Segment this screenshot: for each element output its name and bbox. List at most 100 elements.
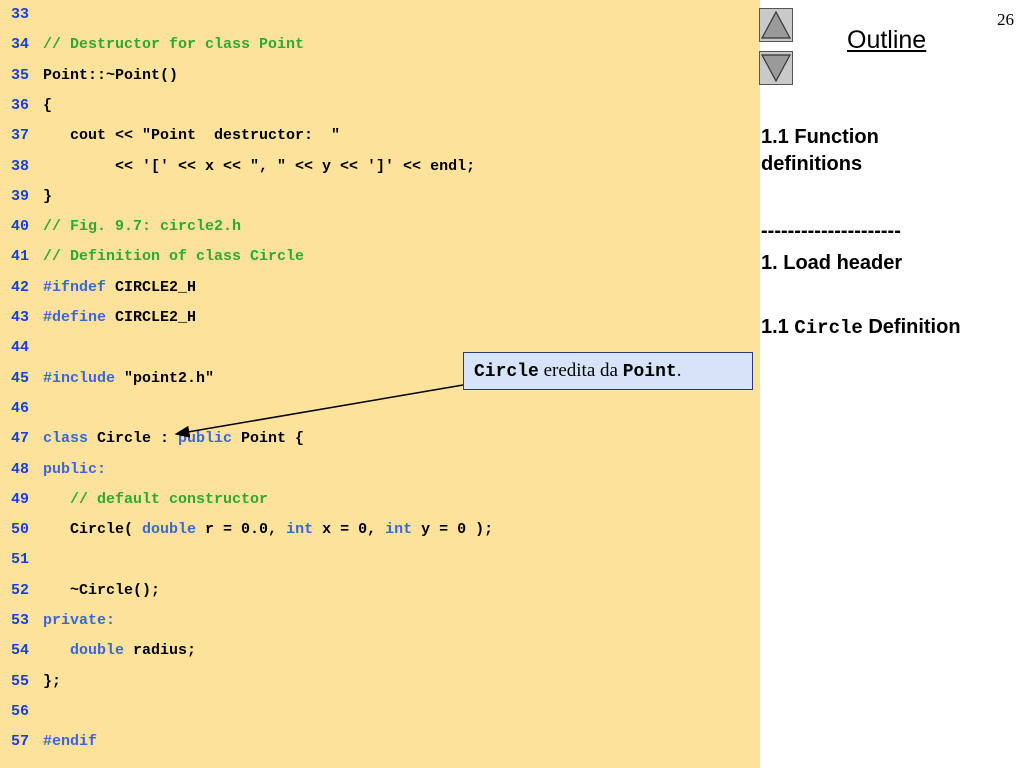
page-number: 26 (997, 10, 1014, 29)
code-token: ~Circle(); (43, 581, 161, 599)
outline-item-prefix: 1.1 (761, 316, 795, 338)
code-token: double (142, 521, 197, 539)
code-token: private: (43, 612, 116, 629)
line-number: 52 (11, 581, 30, 599)
code-line: 34 // Destructor for class Point (0, 30, 760, 60)
code-line: 44 (0, 333, 760, 363)
code-text: #define CIRCLE2_H (43, 303, 196, 333)
code-token: public (178, 430, 233, 448)
code-token: class (43, 430, 89, 448)
line-number: 40 (11, 218, 30, 236)
down-triangle-icon (760, 54, 792, 83)
code-text: // Definition of class Circle (43, 242, 304, 272)
code-token: // default constructor (70, 490, 269, 508)
code-token: y = 0 ); (412, 521, 494, 539)
line-number: 39 (11, 187, 30, 205)
code-text: } (43, 182, 52, 212)
code-text: Circle( double r = 0.0, int x = 0, int y… (43, 515, 493, 545)
code-token: #ifndef (43, 278, 107, 296)
code-text: #endif (43, 727, 97, 757)
code-token: double (70, 642, 125, 660)
line-number: 41 (11, 248, 30, 266)
code-token: Point::~Point() (43, 66, 179, 84)
line-number: 44 (11, 339, 30, 357)
code-line: 36 { (0, 91, 760, 121)
code-line: 55}; (0, 667, 760, 697)
code-token: r = 0.0, (196, 521, 287, 539)
code-token: #define (43, 309, 107, 326)
code-token: << '[' << x << ", " << y << ']' << endl; (43, 157, 476, 175)
code-line: 46 (0, 394, 760, 424)
code-token: CIRCLE2_H (106, 309, 197, 326)
code-line: 47 class Circle : public Point { (0, 424, 760, 454)
code-text: << '[' << x << ", " << y << ']' << endl; (43, 152, 475, 182)
line-number: 55 (11, 672, 30, 690)
callout-text: eredita da (538, 360, 623, 381)
code-token: }; (43, 672, 62, 690)
line-number: 47 (11, 430, 30, 448)
code-token: } (43, 187, 53, 205)
code-line: 40 // Fig. 9.7: circle2.h (0, 212, 760, 242)
line-number: 45 (11, 369, 30, 387)
code-token: Circle( (43, 521, 143, 539)
code-line: 50 Circle( double r = 0.0, int x = 0, in… (0, 515, 760, 545)
line-number: 51 (11, 551, 30, 569)
code-token: Point { (232, 430, 305, 448)
code-line: 52 ~Circle(); (0, 576, 760, 606)
code-text: { (43, 91, 52, 121)
code-text: // default constructor (43, 485, 268, 515)
code-line: 39} (0, 182, 760, 212)
code-token: #include (43, 369, 116, 387)
code-token: CIRCLE2_H (106, 278, 197, 296)
next-slide-button[interactable] (759, 51, 793, 85)
code-token (43, 491, 70, 508)
code-text: class Circle : public Point { (43, 424, 304, 454)
outline-item-function-definitions: 1.1 Function definitions (761, 124, 879, 178)
outline-link[interactable]: Outline (847, 26, 927, 54)
callout-note: Circle eredita da Point. (463, 352, 753, 390)
line-number: 56 (11, 702, 30, 720)
line-number: 57 (11, 733, 30, 751)
code-token: { (43, 96, 53, 114)
code-text: #ifndef CIRCLE2_H (43, 273, 196, 303)
code-text: public: (43, 455, 106, 485)
line-number: 42 (11, 278, 30, 296)
line-number: 48 (11, 460, 30, 478)
code-token: int (385, 521, 413, 539)
code-text: private: (43, 606, 115, 636)
outline-item-code: Circle (794, 317, 863, 339)
code-token: x = 0, (313, 521, 386, 539)
code-token: cout << "Point destructor: " (43, 127, 341, 145)
code-token: Circle : (88, 430, 179, 448)
code-token: "point2.h" (115, 369, 215, 387)
code-line: 38 << '[' << x << ", " << y << ']' << en… (0, 152, 760, 182)
line-number: 37 (11, 127, 30, 145)
code-line: 57 #endif (0, 727, 760, 757)
outline-item-load-header: 1. Load header (761, 252, 903, 274)
up-triangle-icon (760, 10, 792, 39)
line-number: 35 (11, 66, 30, 84)
line-number: 54 (11, 642, 30, 660)
code-text: cout << "Point destructor: " (43, 121, 340, 151)
code-line: 45 #include "point2.h" (0, 364, 760, 394)
code-line: 42 #ifndef CIRCLE2_H (0, 273, 760, 303)
code-token: // Definition of class Circle (43, 248, 305, 266)
outline-item-line1: 1.1 Function (761, 126, 879, 148)
callout-code-point: Point (622, 362, 677, 382)
line-number: 33 (11, 6, 30, 23)
line-number: 38 (11, 157, 30, 175)
code-text: // Destructor for class Point (43, 30, 304, 60)
code-line: 43#define CIRCLE2_H (0, 303, 760, 333)
code-text: }; (43, 667, 61, 697)
code-token: // Fig. 9.7: circle2.h (43, 218, 242, 236)
code-line: 35 Point::~Point() (0, 61, 760, 91)
outline-divider: --------------------- (761, 220, 901, 242)
code-text: Point::~Point() (43, 61, 178, 91)
line-number: 34 (11, 36, 30, 54)
prev-slide-button[interactable] (759, 8, 793, 42)
code-line: 37 cout << "Point destructor: " (0, 121, 760, 151)
code-line: 54 double radius; (0, 636, 760, 666)
line-number: 36 (11, 96, 30, 114)
code-token: public: (43, 460, 107, 478)
